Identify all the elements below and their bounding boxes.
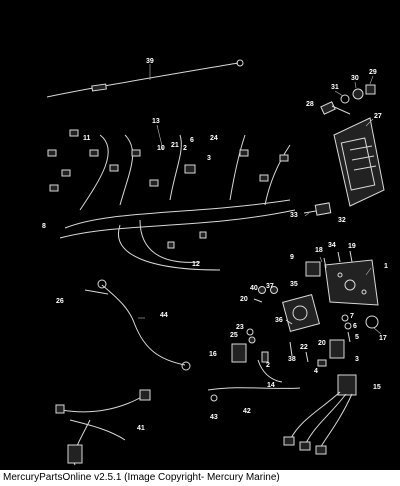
part-41-harness[interactable] [55, 389, 151, 466]
callout-9: 9 [290, 254, 294, 261]
part-29-bushing[interactable] [365, 84, 376, 95]
callout-25: 25 [230, 332, 238, 339]
part-30-grommet[interactable] [352, 88, 364, 100]
callout-27: 27 [374, 113, 382, 120]
part-26-tie-strap[interactable] [84, 289, 109, 295]
part-7-washer[interactable] [341, 314, 349, 322]
part-20-screw-a[interactable] [253, 298, 263, 303]
part-15-harness[interactable] [283, 374, 357, 455]
callout-23: 23 [236, 324, 244, 331]
callout-labels: 39 29 30 31 28 27 13 6 24 11 10 21 2 3 8… [42, 58, 388, 432]
callout-32: 32 [338, 217, 346, 224]
callout-39: 39 [146, 58, 154, 65]
callout-4: 4 [314, 368, 318, 375]
callout-38: 38 [288, 356, 296, 363]
part-34-screw[interactable] [337, 251, 341, 263]
part-14-cable[interactable] [257, 359, 283, 383]
callout-43: 43 [210, 414, 218, 421]
callout-42: 42 [243, 408, 251, 415]
part-18-screw[interactable] [323, 257, 327, 269]
callout-33: 33 [290, 212, 298, 219]
part-40-nut[interactable] [258, 286, 266, 294]
callout-13: 13 [152, 118, 160, 125]
callout-3b: 3 [355, 356, 359, 363]
part-5-screw[interactable] [347, 331, 351, 343]
part-44-cable[interactable] [97, 279, 191, 371]
part-1-bracket[interactable] [324, 259, 379, 306]
callout-12: 12 [192, 261, 200, 268]
callout-24: 24 [210, 135, 218, 142]
part-8-engine-harness[interactable] [47, 129, 296, 271]
part-35-solenoid[interactable] [282, 294, 320, 332]
part-28-bolt[interactable] [320, 101, 351, 115]
callout-11: 11 [83, 135, 91, 142]
callout-26: 26 [56, 298, 64, 305]
part-4-fuse[interactable] [317, 359, 327, 367]
part-38-screw[interactable] [289, 341, 293, 357]
callout-37: 37 [266, 283, 274, 290]
callout-36: 36 [275, 317, 283, 324]
callout-35: 35 [290, 281, 298, 288]
part-2-bolt[interactable] [261, 351, 269, 363]
callout-2b: 2 [266, 362, 270, 369]
callout-34: 34 [328, 242, 336, 249]
callout-41: 41 [137, 425, 145, 432]
callout-20a: 20 [240, 296, 248, 303]
callout-17: 17 [379, 335, 387, 342]
callout-6a: 6 [190, 137, 194, 144]
part-25-nut[interactable] [248, 336, 256, 344]
part-22-screw[interactable] [305, 351, 309, 363]
callout-19: 19 [348, 243, 356, 250]
callout-14: 14 [267, 382, 275, 389]
leader-lines [138, 64, 382, 335]
part-37-nut[interactable] [270, 286, 278, 294]
callout-20b: 20 [318, 340, 326, 347]
callout-7: 7 [350, 313, 354, 320]
parts-diagram: 39 29 30 31 28 27 13 6 24 11 10 21 2 3 8… [42, 58, 388, 466]
callout-44: 44 [160, 312, 168, 319]
part-32-sensor[interactable] [314, 202, 332, 216]
callout-15: 15 [373, 384, 381, 391]
callout-21: 21 [171, 142, 179, 149]
callout-16: 16 [209, 351, 217, 358]
callout-29: 29 [369, 69, 377, 76]
part-19-screw[interactable] [349, 250, 353, 263]
callout-40: 40 [250, 285, 258, 292]
part-23-washer[interactable] [246, 328, 254, 336]
copyright-footer: MercuryPartsOnline v2.5.1 (Image Copyrig… [0, 470, 400, 486]
callout-18: 18 [315, 247, 323, 254]
part-27-ecm-module[interactable] [333, 117, 385, 207]
part-17-clamp[interactable] [365, 315, 379, 329]
callout-6b: 6 [353, 323, 357, 330]
part-31-washer[interactable] [340, 94, 350, 104]
part-39-cable[interactable] [46, 59, 244, 98]
callout-10: 10 [157, 145, 165, 152]
callout-8: 8 [42, 223, 46, 230]
callout-31: 31 [331, 84, 339, 91]
part-36-screw[interactable] [285, 319, 293, 325]
part-9-relay[interactable] [305, 261, 321, 277]
callout-22: 22 [300, 344, 308, 351]
part-43-terminal[interactable] [210, 394, 218, 402]
part-42-wire[interactable] [207, 387, 301, 391]
part-3-fuse-holder[interactable] [329, 339, 345, 359]
part-16-bracket[interactable] [231, 343, 247, 363]
callout-2a: 2 [183, 145, 187, 152]
callout-28: 28 [306, 101, 314, 108]
part-6-washer[interactable] [344, 322, 352, 330]
callout-3a: 3 [207, 155, 211, 162]
copyright-caption: MercuryPartsOnline v2.5.1 (Image Copyrig… [3, 472, 280, 483]
callout-30: 30 [351, 75, 359, 82]
callout-1: 1 [384, 263, 388, 270]
callout-5: 5 [355, 334, 359, 341]
